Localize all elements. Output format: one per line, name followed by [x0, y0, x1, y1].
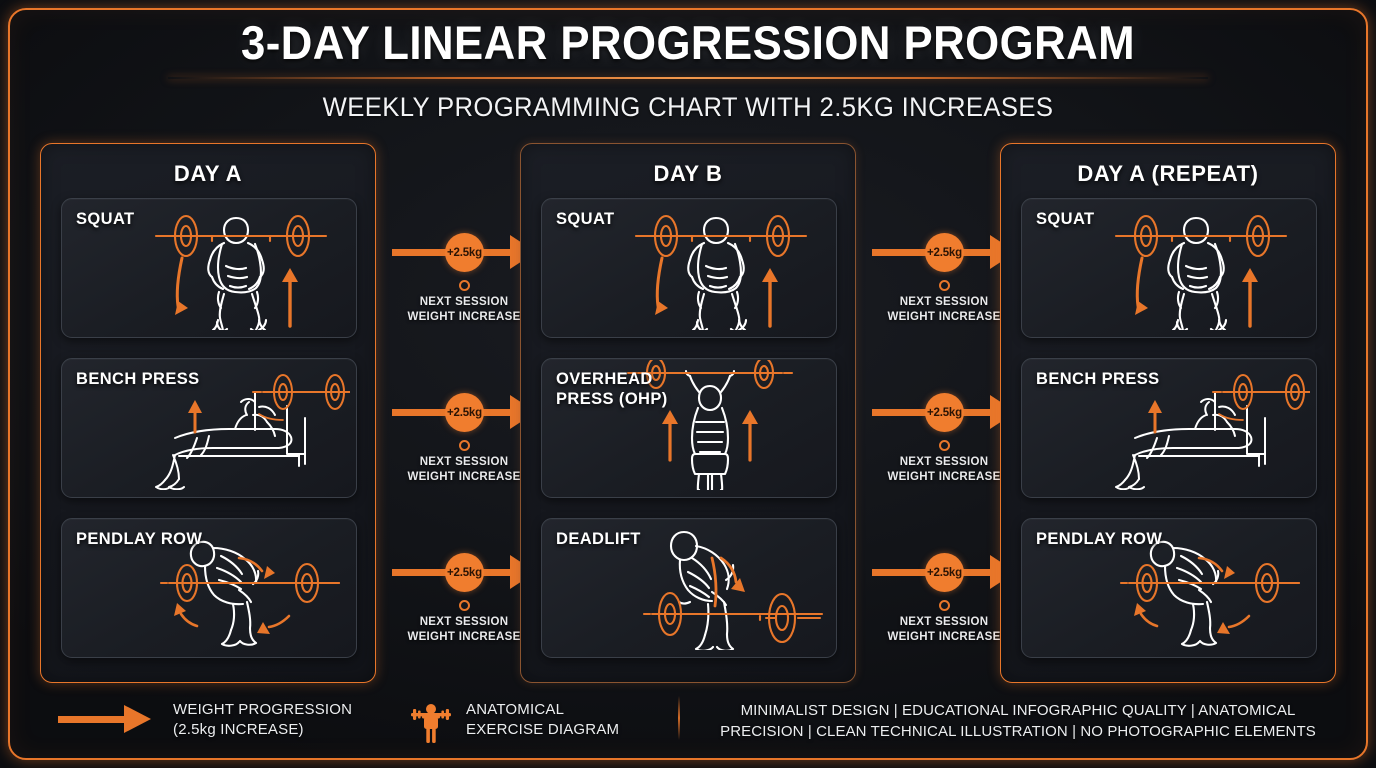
footer-note: MINIMALIST DESIGN | EDUCATIONAL INFOGRAP… — [688, 700, 1348, 743]
day-column-a-repeat: DAY A (REPEAT) SQUAT — [1000, 143, 1336, 683]
connector-ring-icon — [939, 440, 950, 451]
exercise-label: PENDLAY ROW — [1036, 530, 1163, 548]
exercise-label: DEADLIFT — [556, 530, 641, 548]
caption-line-1: NEXT SESSION — [899, 616, 989, 628]
exercise-card-c-squat[interactable]: SQUAT — [1021, 198, 1317, 338]
page-title: 3-DAY LINEAR PROGRESSION PROGRAM — [240, 16, 1136, 69]
exercise-card-c-bench[interactable]: BENCH PRESS — [1021, 358, 1317, 498]
day-column-a: DAY A SQUAT — [40, 143, 376, 683]
weight-increase-badge: +2.5kg — [925, 393, 964, 432]
connector-ring-icon — [459, 280, 470, 291]
exercise-label: BENCH PRESS — [1036, 370, 1160, 388]
arrow-head-icon — [124, 705, 151, 733]
legend-anatomical-diagram: ANATOMICAL EXERCISE DIAGRAM — [466, 700, 619, 741]
connector-a-b-row2: +2.5kg NEXT SESSION WEIGHT INCREASE — [392, 365, 536, 495]
weight-increase-badge: +2.5kg — [445, 553, 484, 592]
connector-ring-icon — [939, 280, 950, 291]
exercise-card-a-row[interactable]: PENDLAY ROW — [61, 518, 357, 658]
program-board: DAY A SQUAT — [40, 143, 1336, 683]
column-title-a: DAY A — [173, 161, 243, 186]
day-column-b: DAY B SQUAT — [520, 143, 856, 683]
caption-line-2: WEIGHT INCREASE — [887, 630, 1001, 643]
exercise-label-line-2: PRESS (OHP) — [556, 390, 668, 409]
weight-increase-badge: +2.5kg — [925, 233, 964, 272]
exercise-label: SQUAT — [1036, 210, 1095, 228]
caption-line-2: WEIGHT INCREASE — [887, 310, 1001, 323]
connector-a-b-row1: +2.5kg NEXT SESSION WEIGHT INCREASE — [392, 205, 536, 335]
squat-figure — [140, 202, 350, 335]
connector-b-c-row3: +2.5kg NEXT SESSION WEIGHT INCREASE — [872, 525, 1016, 655]
connector-ring-icon — [459, 600, 470, 611]
progression-arrow-icon — [58, 704, 163, 734]
bench-press-figure — [1095, 362, 1316, 495]
footer-note-line-1: MINIMALIST DESIGN | EDUCATIONAL INFOGRAP… — [740, 702, 1296, 719]
connector-b-c-row1: +2.5kg NEXT SESSION WEIGHT INCREASE — [872, 205, 1016, 335]
deadlift-figure — [618, 519, 830, 655]
caption-line-2: WEIGHT INCREASE — [407, 310, 521, 323]
legend-line-1: WEIGHT PROGRESSION — [173, 701, 353, 718]
exercise-label-line-1: OVERHEAD — [556, 370, 653, 388]
legend-line-2: (2.5kg INCREASE) — [173, 721, 304, 739]
connector-caption: NEXT SESSION WEIGHT INCREASE — [864, 455, 1024, 484]
overhead-press-figure — [620, 359, 800, 497]
footer-divider — [678, 696, 680, 740]
legend-weight-progression: WEIGHT PROGRESSION (2.5kg INCREASE) — [173, 700, 352, 741]
exercise-label: PENDLAY ROW — [76, 530, 203, 548]
weight-increase-badge: +2.5kg — [925, 553, 964, 592]
caption-line-1: NEXT SESSION — [899, 456, 989, 468]
connector-ring-icon — [459, 440, 470, 451]
exercise-card-b-deadlift[interactable]: DEADLIFT — [541, 518, 837, 658]
connector-ring-icon — [939, 600, 950, 611]
exercise-label: SQUAT — [556, 210, 615, 228]
caption-line-1: NEXT SESSION — [899, 296, 989, 308]
exercise-card-c-row[interactable]: PENDLAY ROW — [1021, 518, 1317, 658]
lifter-pictogram-icon — [406, 702, 456, 744]
exercise-card-b-squat[interactable]: SQUAT — [541, 198, 837, 338]
caption-line-1: NEXT SESSION — [419, 456, 509, 468]
arrow-shaft — [58, 716, 128, 723]
weight-increase-badge: +2.5kg — [445, 233, 484, 272]
connector-caption: NEXT SESSION WEIGHT INCREASE — [384, 295, 544, 324]
title-divider — [168, 77, 1208, 80]
connector-caption: NEXT SESSION WEIGHT INCREASE — [384, 615, 544, 644]
exercise-card-a-bench[interactable]: BENCH PRESS — [61, 358, 357, 498]
connector-caption: NEXT SESSION WEIGHT INCREASE — [864, 295, 1024, 324]
column-title-b: DAY B — [653, 161, 723, 186]
legend-line-1: ANATOMICAL — [466, 701, 565, 718]
footer-legend: WEIGHT PROGRESSION (2.5kg INCREASE) — [28, 692, 1348, 754]
connector-a-b-row3: +2.5kg NEXT SESSION WEIGHT INCREASE — [392, 525, 536, 655]
exercise-card-b-ohp[interactable]: OVERHEAD PRESS (OHP) — [541, 358, 837, 498]
caption-line-2: WEIGHT INCREASE — [407, 630, 521, 643]
squat-figure — [620, 202, 830, 335]
connector-b-c-row2: +2.5kg NEXT SESSION WEIGHT INCREASE — [872, 365, 1016, 495]
pendlay-row-figure — [135, 520, 350, 655]
caption-line-1: NEXT SESSION — [419, 616, 509, 628]
connector-caption: NEXT SESSION WEIGHT INCREASE — [864, 615, 1024, 644]
footer-note-line-2: PRECISION | CLEAN TECHNICAL ILLUSTRATION… — [720, 723, 1316, 741]
weight-increase-badge: +2.5kg — [445, 393, 484, 432]
pendlay-row-figure — [1095, 520, 1310, 655]
caption-line-2: WEIGHT INCREASE — [407, 470, 521, 483]
page-subtitle: WEEKLY PROGRAMMING CHART WITH 2.5KG INCR… — [322, 92, 1054, 123]
exercise-label: SQUAT — [76, 210, 135, 228]
bench-press-figure — [135, 362, 356, 495]
caption-line-1: NEXT SESSION — [419, 296, 509, 308]
exercise-label: BENCH PRESS — [76, 370, 200, 388]
exercise-label: OVERHEAD PRESS (OHP) — [556, 369, 668, 409]
squat-figure — [1100, 202, 1310, 335]
header: 3-DAY LINEAR PROGRESSION PROGRAM WEEKLY … — [0, 18, 1376, 123]
exercise-card-a-squat[interactable]: SQUAT — [61, 198, 357, 338]
column-title-c: DAY A (REPEAT) — [1077, 161, 1259, 186]
legend-line-2: EXERCISE DIAGRAM — [466, 721, 620, 739]
caption-line-2: WEIGHT INCREASE — [887, 470, 1001, 483]
connector-caption: NEXT SESSION WEIGHT INCREASE — [384, 455, 544, 484]
